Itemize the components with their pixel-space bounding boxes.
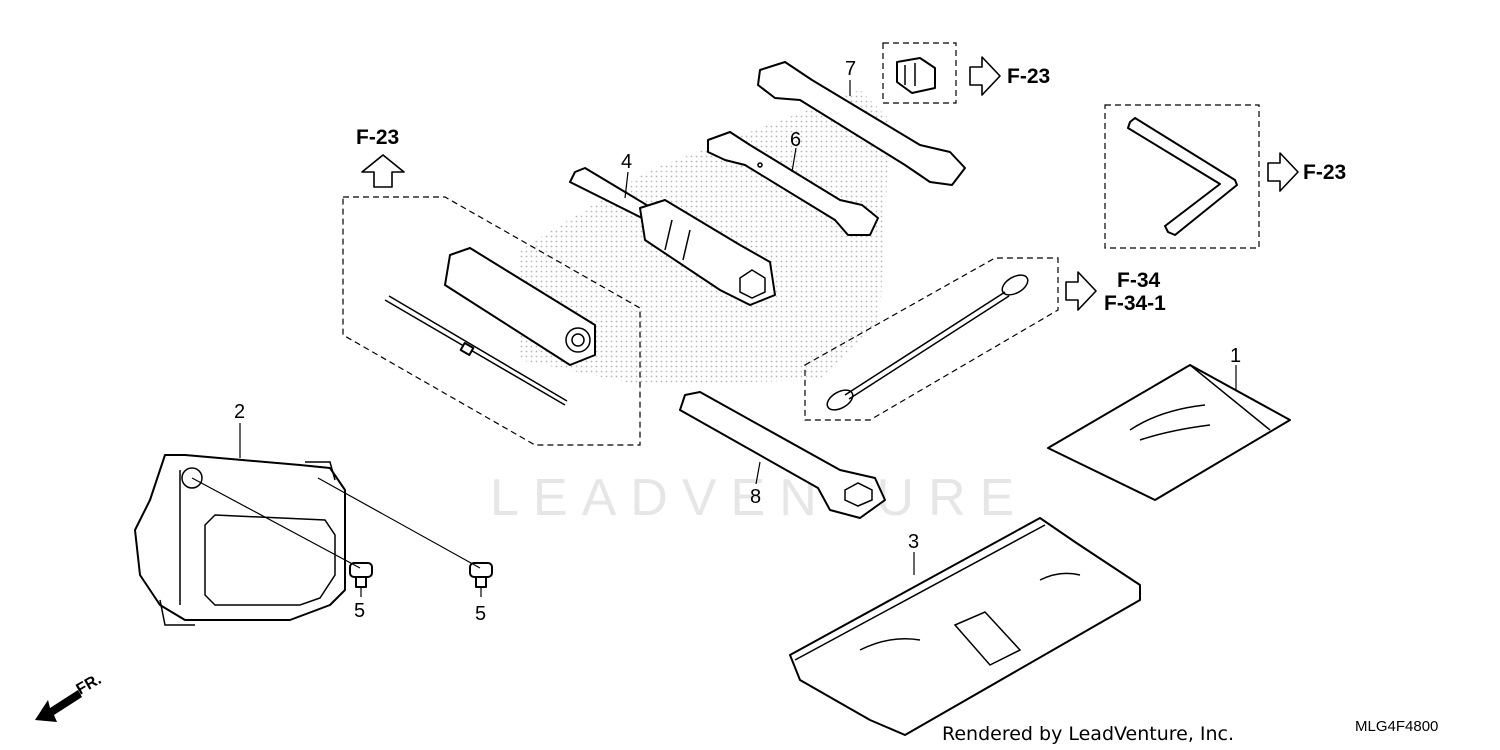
part-5-bolt-a[interactable] xyxy=(349,562,373,588)
ref-f34-1[interactable]: F-34-1 xyxy=(1104,292,1166,315)
ref-f23-clip[interactable]: F-23 xyxy=(1007,65,1050,88)
cable-box xyxy=(804,257,1059,421)
diagram-code: MLG4F4800 xyxy=(1355,718,1438,735)
callout-4: 4 xyxy=(621,151,632,173)
part-5-bolt-b[interactable] xyxy=(469,562,493,588)
up-arrow-icon xyxy=(361,154,405,188)
ref-f34[interactable]: F-34 xyxy=(1117,269,1161,292)
screwdriver-shaft[interactable] xyxy=(384,295,568,406)
callout-5b: 5 xyxy=(475,603,486,625)
callout-8: 8 xyxy=(750,486,761,508)
clip-part[interactable] xyxy=(896,57,936,94)
part-8-flat-wrench[interactable] xyxy=(679,391,886,519)
callout-1: 1 xyxy=(1230,345,1241,367)
leader-lines xyxy=(239,80,1237,597)
ref-f23-screwdriver[interactable]: F-23 xyxy=(356,126,399,149)
screwdriver-kit-box xyxy=(342,196,641,446)
right-arrow-icon-clip xyxy=(969,56,1001,96)
ref-f23-hex[interactable]: F-23 xyxy=(1303,161,1346,184)
cable-lock[interactable] xyxy=(824,271,1031,414)
footer-rendered-by: Rendered by LeadVenture, Inc. xyxy=(942,723,1234,745)
part-2-toolbox-cover[interactable] xyxy=(134,454,346,626)
watermark-text: LEADVENTURE xyxy=(490,469,1028,527)
part-4-spark-plug-wrench[interactable] xyxy=(569,167,776,306)
part-1-manual[interactable] xyxy=(1047,364,1291,501)
clip-box xyxy=(882,42,957,104)
right-arrow-icon-cable xyxy=(1065,271,1097,311)
callout-5a: 5 xyxy=(354,600,365,622)
front-indicator: FR. xyxy=(35,671,104,722)
screwdriver-handle[interactable] xyxy=(444,247,596,366)
callout-7: 7 xyxy=(845,58,856,80)
hex-key[interactable] xyxy=(1127,117,1238,236)
part-7-wrench[interactable] xyxy=(757,61,966,186)
part-6-wrench[interactable] xyxy=(707,131,879,236)
callout-6: 6 xyxy=(790,129,801,151)
right-arrow-icon-hex xyxy=(1267,152,1299,192)
hex-key-box xyxy=(1104,104,1260,249)
part-3-tool-bag[interactable] xyxy=(789,517,1141,736)
callout-2: 2 xyxy=(234,401,245,423)
callout-3: 3 xyxy=(908,531,919,553)
front-arrow-icon xyxy=(35,690,82,722)
